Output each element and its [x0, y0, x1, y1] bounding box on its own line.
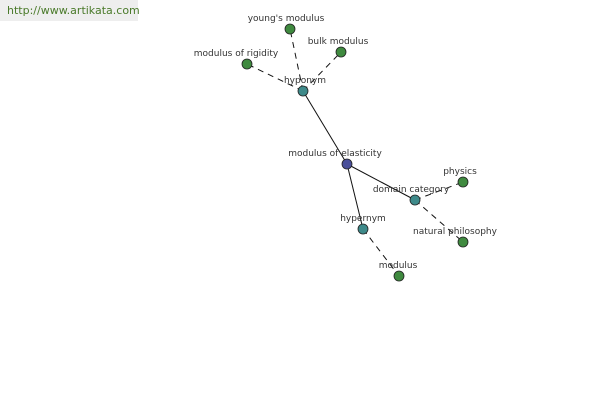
edge-center-hypernym — [346, 163, 364, 230]
edge-center-domain — [346, 163, 416, 201]
edge-hyponym-bulk — [302, 51, 342, 92]
node-center[interactable] — [341, 158, 353, 170]
node-domain[interactable] — [409, 194, 421, 206]
node-label-hypernym: hypernym — [340, 214, 386, 224]
node-hypernym[interactable] — [357, 223, 369, 235]
graph-nodes — [241, 23, 469, 282]
node-label-youngs: young's modulus — [248, 14, 325, 24]
node-label-domain: domain category — [373, 185, 450, 195]
node-bulk[interactable] — [335, 46, 347, 58]
node-physics[interactable] — [457, 176, 469, 188]
graph-labels: modulus of elasticity hyponym hypernym doma… — [194, 14, 498, 271]
node-label-hyponym: hyponym — [284, 76, 326, 86]
edge-domain-physics — [414, 181, 464, 201]
node-youngs[interactable] — [284, 23, 296, 35]
node-label-physics: physics — [443, 167, 477, 177]
node-natphil[interactable] — [457, 236, 469, 248]
edge-center-hyponym — [302, 90, 348, 165]
node-label-center: modulus of elasticity — [288, 149, 382, 159]
node-label-bulk: bulk modulus — [308, 37, 369, 47]
node-modulus[interactable] — [393, 270, 405, 282]
node-hyponym[interactable] — [297, 85, 309, 97]
site-watermark: http://www.artikata.com — [0, 0, 140, 21]
graph-edges — [246, 28, 464, 277]
node-rigidity[interactable] — [241, 58, 253, 70]
node-label-modulus: modulus — [379, 261, 418, 271]
edge-hypernym-modulus — [362, 228, 400, 277]
node-label-natphil: natural philosophy — [413, 227, 498, 237]
node-label-rigidity: modulus of rigidity — [194, 49, 279, 59]
